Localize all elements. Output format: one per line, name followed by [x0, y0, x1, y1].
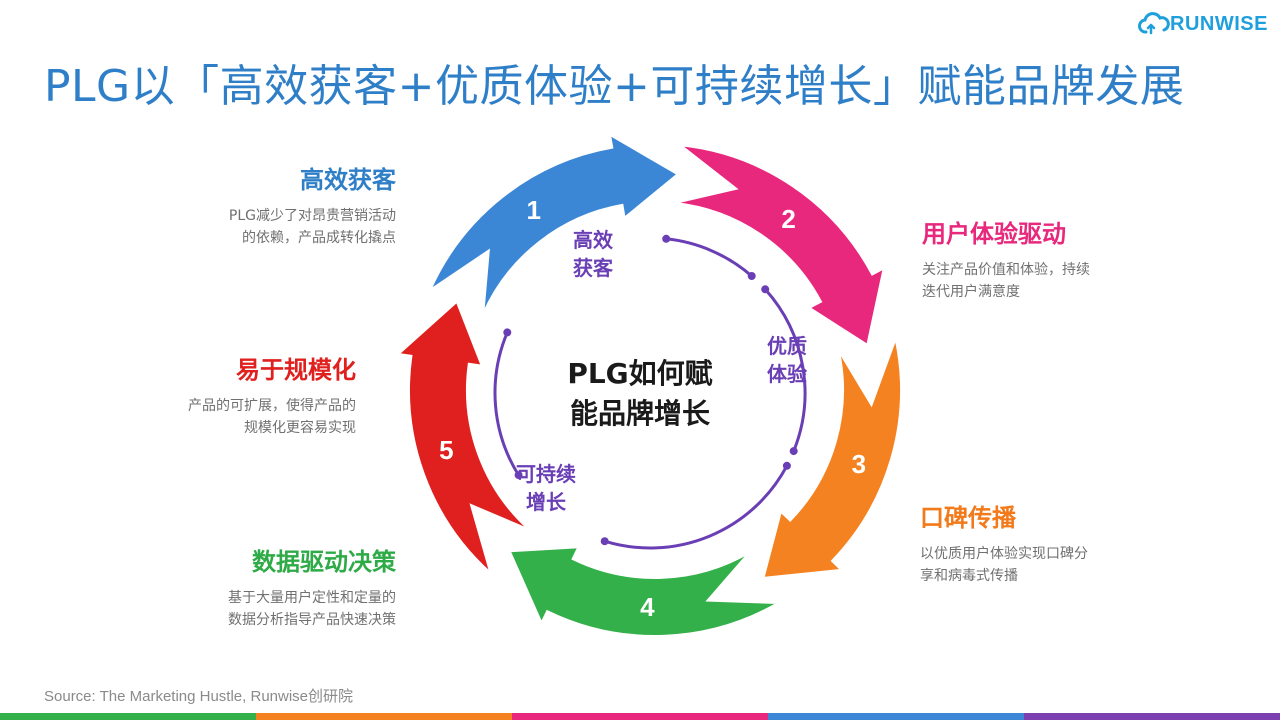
inner-arc-dot	[662, 234, 671, 243]
page-title: PLG以「高效获客+优质体验+可持续增长」赋能品牌发展	[44, 61, 1185, 112]
stage-growth-line1: 可持续	[516, 462, 576, 486]
node-scalability: 易于规模化 产品的可扩展，使得产品的规模化更容易实现	[188, 350, 356, 439]
cycle-number-3: 3	[852, 449, 866, 479]
stage-acquisition-line2: 获客	[573, 256, 614, 280]
node-title: 易于规模化	[236, 356, 356, 384]
node-title: 高效获客	[300, 166, 396, 194]
inner-arc-dot	[503, 328, 512, 337]
bottom-color-bar	[0, 713, 1280, 720]
cycle-number-2: 2	[781, 204, 795, 234]
source-note: Source: The Marketing Hustle, Runwise创研院	[44, 688, 354, 705]
node-efficient-acquisition: 高效获客 PLG减少了对昂贵营销活动的依赖，产品成转化撬点	[229, 160, 396, 249]
bottom-bar-segment	[768, 713, 1024, 720]
inner-arc-dot	[789, 447, 798, 456]
bottom-bar-segment	[1024, 713, 1280, 720]
stage-experience-line2: 体验	[767, 362, 807, 386]
inner-cycle-arc	[604, 465, 789, 550]
bottom-bar-segment	[0, 713, 256, 720]
cycle-number-1: 1	[526, 195, 540, 225]
node-description: 关注产品价值和体验，持续迭代用户满意度	[922, 262, 1090, 300]
inner-cycle-arc	[666, 237, 753, 278]
cycle-arrow-4	[508, 546, 782, 637]
stage-acquisition-line1: 高效	[573, 228, 613, 252]
node-user-experience: 用户体验驱动 关注产品价值和体验，持续迭代用户满意度	[922, 214, 1090, 303]
bottom-bar-segment	[256, 713, 512, 720]
node-title: 用户体验驱动	[922, 220, 1066, 248]
node-data-driven: 数据驱动决策 基于大量用户定性和定量的数据分析指导产品快速决策	[228, 542, 396, 631]
inner-arc-dot	[782, 461, 791, 470]
node-title: 口碑传播	[920, 504, 1016, 532]
node-description: 基于大量用户定性和定量的数据分析指导产品快速决策	[228, 590, 396, 628]
cycle-arrow-2	[674, 143, 886, 347]
node-title: 数据驱动决策	[252, 548, 396, 576]
runwise-logo: RUNWISE	[1138, 12, 1268, 36]
cycle-arrow-3	[762, 335, 902, 580]
node-word-of-mouth: 口碑传播 以优质用户体验实现口碑分享和病毒式传播	[920, 498, 1088, 587]
inner-arc-dot	[747, 272, 756, 280]
node-description: 产品的可扩展，使得产品的规模化更容易实现	[188, 398, 356, 436]
cycle-arrow-5	[396, 299, 530, 576]
stage-experience-line1: 优质	[767, 334, 807, 358]
cycle-number-4: 4	[640, 592, 655, 622]
brand-name: RUNWISE	[1170, 12, 1268, 35]
node-description: PLG减少了对昂贵营销活动的依赖，产品成转化撬点	[228, 208, 396, 246]
inner-cycle-arc	[764, 288, 807, 452]
inner-arc-dot	[761, 285, 770, 294]
inner-arc-dot	[600, 537, 609, 546]
stage-growth-line2: 增长	[526, 490, 567, 514]
center-title-line2: 能品牌增长	[570, 397, 710, 430]
cycle-number-5: 5	[439, 435, 453, 465]
center-title-line1: PLG如何赋	[567, 357, 712, 390]
cloud-logo-icon	[1138, 12, 1170, 35]
inner-cycle-arc	[493, 331, 520, 476]
bottom-bar-segment	[512, 713, 768, 720]
node-description: 以优质用户体验实现口碑分享和病毒式传播	[920, 546, 1088, 584]
cycle-arrow-1	[427, 132, 680, 314]
inner-arc-dot	[514, 471, 523, 480]
